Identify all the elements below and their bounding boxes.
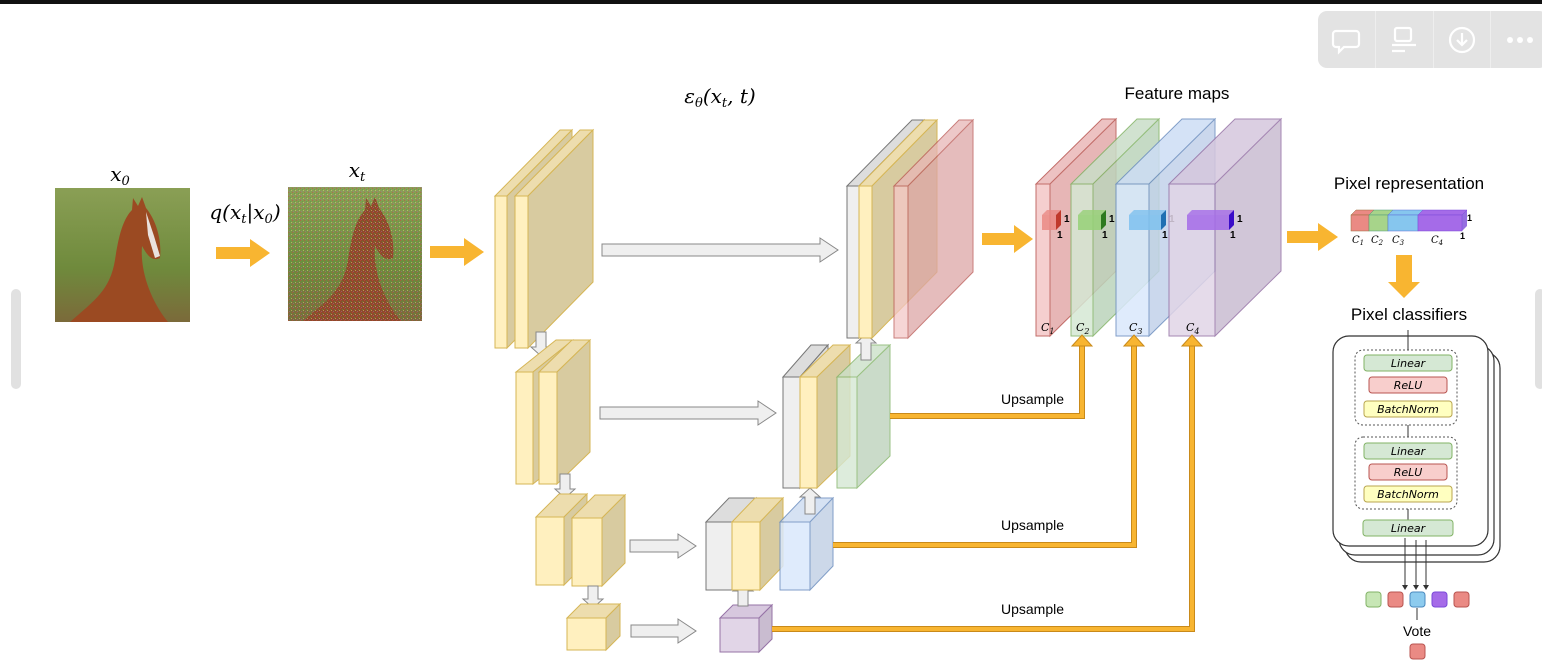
skip-arrow [599, 400, 777, 426]
encoder-level3-conv2 [570, 493, 627, 588]
unit-dim-label: 1 [1057, 230, 1063, 241]
summary-button[interactable] [1376, 11, 1434, 68]
linear-layer-final-label: Linear [1391, 522, 1427, 535]
pixel-rep-segment-C4 [1417, 209, 1468, 232]
horse-silhouette [70, 197, 168, 322]
batchnorm-layer [1363, 485, 1453, 503]
xt-label: xt [349, 158, 366, 185]
batchnorm-layer-label: BatchNorm [1377, 403, 1439, 416]
vote-result-red [1409, 643, 1426, 660]
upsample-label: Upsample [1001, 517, 1064, 533]
linear-layer-label: Linear [1391, 445, 1427, 458]
mlp-block-2 [1354, 436, 1458, 510]
feature-map-C4 [1167, 117, 1283, 338]
pixel-feature-cube-C1 [1042, 210, 1061, 230]
x0-label: x0 [110, 162, 130, 189]
decoder-level1-red [892, 118, 975, 340]
orange-arrow-down [1388, 255, 1420, 298]
denoiser-label: εθ(xt, t) [684, 84, 755, 111]
decoder-level3-blue [778, 496, 835, 592]
download-button[interactable] [1434, 11, 1492, 68]
linear-layer [1363, 442, 1453, 460]
relu-layer-label: ReLU [1394, 466, 1423, 479]
unit-dim-label: 1 [1162, 230, 1168, 241]
noise-overlay [288, 187, 422, 321]
image-toolbar [1318, 11, 1542, 68]
prediction-blue [1409, 591, 1426, 608]
encoder-level1-conv2 [513, 128, 595, 350]
linear-layer-final [1362, 519, 1454, 537]
orange-arrow-right [982, 225, 1033, 253]
pixel-representation-vector: C1 C2 C3 C4 11 [1350, 209, 1472, 247]
unit-dim-label: 1 [1467, 213, 1472, 223]
download-circle-icon [1448, 26, 1475, 53]
ellipsis-icon [1506, 36, 1533, 43]
upsample-paths: Upsample Upsample Upsample [772, 334, 1204, 632]
upsample-label: Upsample [1001, 391, 1064, 407]
decoder-level3-yellow [730, 496, 785, 592]
classifier-predictions [1365, 591, 1470, 608]
pixel-rep-channel-label: C4 [1431, 235, 1443, 247]
input-image-x0: x0 [55, 162, 190, 322]
skip-arrow [601, 237, 839, 263]
unet-encoder [493, 128, 627, 652]
orange-arrow-right [216, 239, 270, 267]
upsample-label: Upsample [1001, 601, 1064, 617]
forward-process-label: q(xt|x0) [209, 200, 280, 227]
unit-dim-label: 1 [1230, 230, 1236, 241]
pixel-rep-channel-label: C3 [1392, 235, 1405, 247]
linear-layer-label: Linear [1391, 357, 1427, 370]
unit-dim-label: 1 [1109, 214, 1115, 225]
prediction-red [1453, 591, 1470, 608]
unit-dim-label: 1 [1237, 214, 1243, 225]
relu-layer [1368, 376, 1448, 394]
encoder-level2-conv2 [537, 338, 592, 486]
unet-decoder [704, 118, 975, 654]
prediction-purple [1431, 591, 1448, 608]
left-scroll-handle[interactable] [11, 289, 21, 389]
classifier-ensemble: LinearReLUBatchNormLinearReLUBatchNormLi… [1332, 330, 1501, 590]
right-scroll-handle[interactable] [1535, 289, 1542, 389]
relu-layer [1368, 463, 1448, 481]
pixel-rep-channel-label: C2 [1371, 235, 1384, 247]
prediction-green [1365, 591, 1382, 608]
comment-button[interactable] [1318, 11, 1376, 68]
decoder-level2-green [835, 343, 892, 490]
decoder-level4-purple [718, 603, 774, 654]
document-lines-icon [1392, 26, 1417, 52]
orange-arrow-right [430, 238, 484, 266]
pixel-classifiers-title: Pixel classifiers [1351, 305, 1467, 324]
skip-arrow [630, 618, 697, 644]
more-options-button[interactable] [1491, 11, 1542, 68]
unit-dim-label: 1 [1460, 231, 1465, 241]
speech-bubble-icon [1332, 29, 1361, 55]
pixel-feature-cube-C2 [1078, 210, 1106, 230]
pixel-rep-channel-label: C1 [1352, 235, 1364, 247]
skip-connections [599, 237, 839, 644]
linear-layer [1363, 354, 1453, 372]
feature-maps: 11C111C211C311C4 [1034, 117, 1283, 338]
bottleneck-block [565, 602, 622, 652]
prediction-red [1387, 591, 1404, 608]
pixel-feature-cube-C3 [1129, 210, 1166, 230]
skip-arrow [629, 533, 697, 559]
unit-dim-label: 1 [1064, 214, 1070, 225]
svg-text:q(xt|x0): q(xt|x0) [209, 200, 280, 227]
batchnorm-layer [1363, 400, 1453, 418]
unit-dim-label: 1 [1102, 230, 1108, 241]
noised-image-xt: xt [288, 158, 422, 321]
window-top-border [0, 0, 1542, 4]
mlp-block-1 [1354, 349, 1458, 426]
batchnorm-layer-label: BatchNorm [1377, 488, 1439, 501]
orange-arrow-right [1287, 223, 1338, 251]
pixel-feature-cube-C4 [1187, 210, 1234, 230]
upsample-arrow [798, 487, 822, 515]
feature-maps-title: Feature maps [1125, 84, 1230, 103]
pixel-representation-title: Pixel representation [1334, 174, 1484, 193]
vote-label: Vote [1403, 623, 1431, 639]
relu-layer-label: ReLU [1394, 379, 1423, 392]
